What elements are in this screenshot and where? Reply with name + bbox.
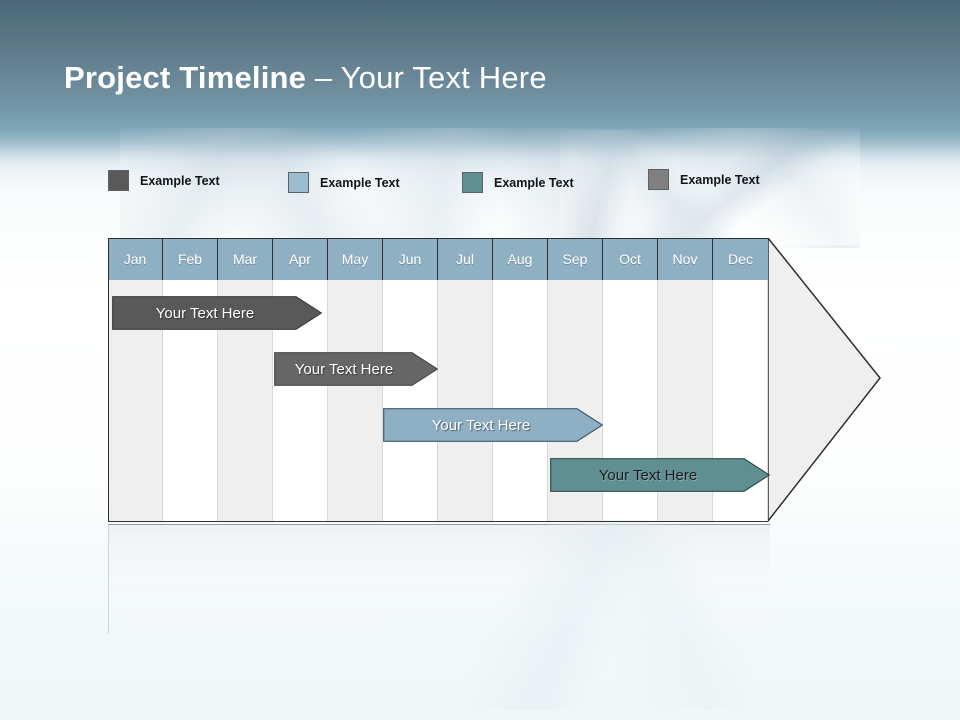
month-column-aug: Aug — [493, 238, 548, 522]
month-column-mar: Mar — [218, 238, 273, 522]
month-header-apr[interactable]: Apr — [273, 238, 328, 280]
timeline-arrow-head — [768, 238, 881, 522]
column-divider — [217, 280, 218, 522]
legend-swatch-icon-2 — [288, 172, 309, 193]
month-header-jan[interactable]: Jan — [108, 238, 163, 280]
month-column-body — [328, 280, 383, 522]
month-header-jul[interactable]: Jul — [438, 238, 493, 280]
month-column-jun: Jun — [383, 238, 438, 522]
legend-swatch-icon-4 — [648, 169, 669, 190]
floor-reflection-glow — [430, 520, 860, 710]
column-divider — [602, 280, 603, 522]
month-header-jun[interactable]: Jun — [383, 238, 438, 280]
task-bar-shape — [383, 408, 603, 442]
column-divider — [162, 280, 163, 522]
task-bar-4[interactable]: Your Text Here — [550, 458, 770, 492]
legend-swatch-icon-1 — [108, 170, 129, 191]
month-header-nov[interactable]: Nov — [658, 238, 713, 280]
legend-label-3: Example Text — [494, 175, 574, 190]
column-divider — [657, 280, 658, 522]
legend-item-2[interactable]: Example Text — [288, 172, 400, 193]
column-divider — [547, 280, 548, 522]
month-column-body — [383, 280, 438, 522]
column-divider — [712, 280, 713, 522]
month-column-feb: Feb — [163, 238, 218, 522]
title-light-text: Your Text Here — [340, 60, 547, 95]
month-column-body — [438, 280, 493, 522]
task-bar-3[interactable]: Your Text Here — [383, 408, 603, 442]
title-separator: – — [306, 60, 341, 95]
column-divider — [492, 280, 493, 522]
column-divider — [272, 280, 273, 522]
month-header-oct[interactable]: Oct — [603, 238, 658, 280]
month-column-jul: Jul — [438, 238, 493, 522]
title-strong-text: Project Timeline — [64, 60, 307, 95]
legend-item-3[interactable]: Example Text — [462, 172, 574, 193]
chart-reflection — [108, 524, 770, 634]
month-header-may[interactable]: May — [328, 238, 383, 280]
column-divider — [382, 280, 383, 522]
legend-item-1[interactable]: Example Text — [108, 170, 220, 191]
task-bar-shape — [112, 296, 322, 330]
page-title: Project Timeline – Your Text Here — [64, 60, 547, 96]
month-header-sep[interactable]: Sep — [548, 238, 603, 280]
legend-item-4[interactable]: Example Text — [648, 169, 760, 190]
legend-swatch-icon-3 — [462, 172, 483, 193]
legend-label-2: Example Text — [320, 175, 400, 190]
legend-label-1: Example Text — [140, 173, 220, 188]
task-bar-2[interactable]: Your Text Here — [274, 352, 438, 386]
month-column-jan: Jan — [108, 238, 163, 522]
month-header-aug[interactable]: Aug — [493, 238, 548, 280]
task-bar-1[interactable]: Your Text Here — [112, 296, 322, 330]
task-bar-shape — [274, 352, 438, 386]
legend-label-4: Example Text — [680, 172, 760, 187]
month-column-body — [493, 280, 548, 522]
task-bar-shape — [550, 458, 770, 492]
month-header-dec[interactable]: Dec — [713, 238, 768, 280]
column-divider — [327, 280, 328, 522]
month-column-may: May — [328, 238, 383, 522]
month-header-feb[interactable]: Feb — [163, 238, 218, 280]
column-divider — [437, 280, 438, 522]
month-header-mar[interactable]: Mar — [218, 238, 273, 280]
